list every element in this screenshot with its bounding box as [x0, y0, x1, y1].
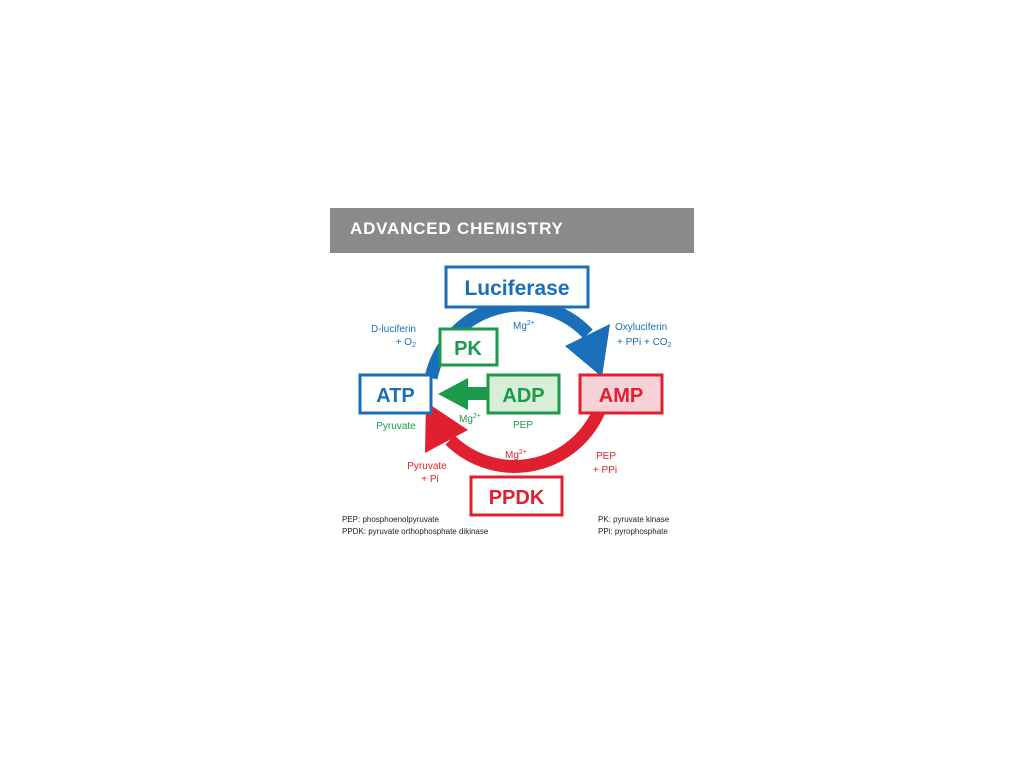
- plus-o2-label: + O2: [396, 337, 416, 349]
- luciferase-node: Luciferase: [444, 265, 590, 309]
- ppdk-label: PPDK: [489, 487, 545, 509]
- d-luciferin-label: D-luciferin: [371, 324, 416, 335]
- pk-node: PK: [438, 327, 499, 367]
- plus-pi-label: + Pi: [421, 474, 439, 485]
- legend-pep: PEP: phosphoenolpyruvate: [342, 515, 440, 524]
- pyruvate-green-label: Pyruvate: [376, 421, 416, 432]
- diagram-card: ADVANCED CHEMISTRY Luciferase PK ATP ADP: [330, 208, 694, 560]
- red-arc: [445, 400, 609, 473]
- oxyluciferin-label: Oxyluciferin: [615, 322, 667, 333]
- legend-ppi: PPi: pyrophosphate: [598, 527, 668, 536]
- legend-ppdk: PPDK: pyruvate orthophosphate dikinase: [342, 527, 489, 536]
- pep-green-label: PEP: [513, 420, 533, 431]
- green-arrow-head: [438, 378, 468, 410]
- adp-node: ADP: [486, 373, 561, 415]
- amp-label: AMP: [599, 385, 643, 407]
- mg-green-label: Mg2+: [459, 413, 481, 425]
- pep-red-label: PEP: [596, 451, 616, 462]
- amp-node: AMP: [578, 373, 664, 415]
- reaction-cycle-diagram: Luciferase PK ATP ADP AMP PPDK D-lucifer…: [342, 265, 672, 536]
- pk-label: PK: [454, 338, 482, 360]
- legend-pk: PK: pyruvate kinase: [598, 515, 670, 524]
- mg-top-label: Mg2+: [513, 320, 535, 332]
- mg-red-label: Mg2+: [505, 449, 527, 461]
- atp-label: ATP: [376, 385, 415, 407]
- luciferase-label: Luciferase: [464, 277, 569, 300]
- green-arrow-shaft: [467, 387, 491, 400]
- blue-arrowhead: [565, 324, 610, 377]
- atp-node: ATP: [358, 373, 433, 415]
- pyruvate-red-label: Pyruvate: [407, 461, 447, 472]
- header-title: ADVANCED CHEMISTRY: [350, 219, 564, 238]
- ppdk-node: PPDK: [469, 475, 564, 517]
- header-bar: ADVANCED CHEMISTRY: [330, 208, 694, 253]
- plus-ppi-label: + PPi: [593, 465, 617, 476]
- adp-label: ADP: [502, 385, 544, 407]
- ppi-co2-label: + PPi + CO2: [617, 337, 672, 349]
- red-arrowhead: [425, 402, 468, 453]
